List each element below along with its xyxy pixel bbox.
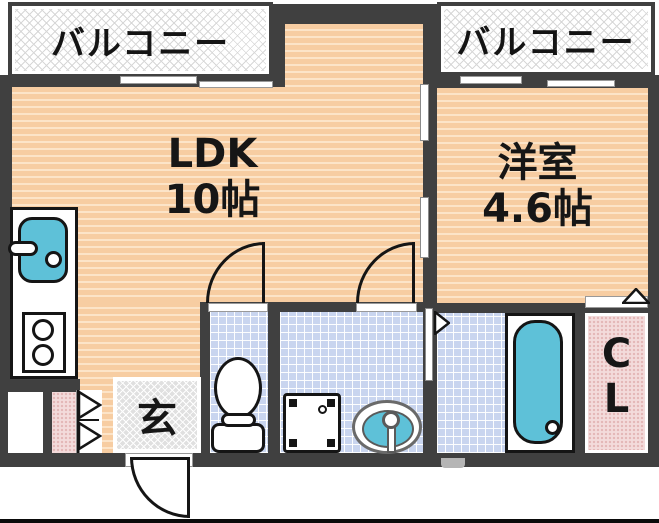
bedroom-name: 洋室 bbox=[497, 140, 578, 186]
bathroom-door-panel bbox=[425, 308, 433, 381]
sliding-door-panel bbox=[420, 84, 429, 141]
washroom-door-sill bbox=[356, 303, 417, 312]
storage-niche bbox=[8, 392, 43, 453]
entrance-label: 玄 bbox=[137, 396, 177, 442]
closet-letter-c: C bbox=[601, 331, 632, 377]
image-bottom-edge bbox=[0, 519, 659, 523]
bathtub bbox=[513, 320, 563, 444]
balcony-left-label: バルコニー bbox=[50, 23, 231, 64]
ldk-alcove-floor bbox=[285, 24, 423, 90]
wall-below-counter bbox=[0, 379, 80, 392]
kitchen-faucet-icon bbox=[8, 241, 38, 256]
washing-machine-pan bbox=[283, 393, 341, 453]
closet-door-icon bbox=[622, 288, 650, 304]
bedroom-floor bbox=[437, 88, 648, 303]
ldk-label: LDK 10帖 bbox=[120, 131, 305, 223]
ldk-size: 10帖 bbox=[164, 177, 261, 223]
pan-corner bbox=[327, 399, 335, 407]
bedroom-size: 4.6帖 bbox=[482, 186, 593, 232]
stove-burner-icon bbox=[32, 344, 54, 366]
toilet-bowl bbox=[214, 357, 262, 419]
stove-burner-icon bbox=[32, 319, 54, 341]
sink-drain-icon bbox=[45, 251, 62, 268]
entrance-door-swing bbox=[130, 457, 190, 518]
niche-divider-wall bbox=[43, 392, 52, 453]
pan-corner bbox=[327, 439, 335, 447]
bedroom-window-1 bbox=[460, 76, 522, 84]
toilet-tank bbox=[211, 423, 265, 453]
closet-label: C L bbox=[585, 332, 648, 422]
pan-corner bbox=[289, 439, 297, 447]
ldk-window-1 bbox=[120, 76, 197, 84]
basin-stand bbox=[387, 426, 396, 453]
basin-faucet-icon bbox=[382, 411, 400, 429]
small-closet bbox=[52, 392, 76, 453]
closet-floor bbox=[585, 313, 648, 453]
entrance-genkan: 玄 bbox=[113, 377, 201, 453]
pan-drain-icon bbox=[318, 405, 327, 414]
closet-letter-l: L bbox=[603, 376, 630, 422]
balcony-right-label: バルコニー bbox=[456, 22, 636, 63]
exterior-step bbox=[441, 458, 465, 468]
ldk-window-2 bbox=[199, 81, 273, 88]
sliding-door-panel bbox=[420, 197, 429, 258]
bifold-door-icon bbox=[76, 390, 102, 453]
bathroom-floor bbox=[437, 313, 505, 453]
balcony-left: バルコニー bbox=[8, 2, 273, 78]
toilet-seat-hinge bbox=[221, 413, 256, 427]
pan-corner bbox=[289, 399, 297, 407]
bedroom-label: 洋室 4.6帖 bbox=[440, 140, 635, 232]
balcony-right: バルコニー bbox=[437, 2, 655, 76]
ldk-name: LDK bbox=[167, 131, 258, 177]
tub-drain-icon bbox=[545, 420, 560, 435]
toilet-door-sill bbox=[208, 303, 268, 312]
bedroom-window-2 bbox=[547, 80, 615, 87]
bathroom-door-icon bbox=[434, 311, 450, 335]
